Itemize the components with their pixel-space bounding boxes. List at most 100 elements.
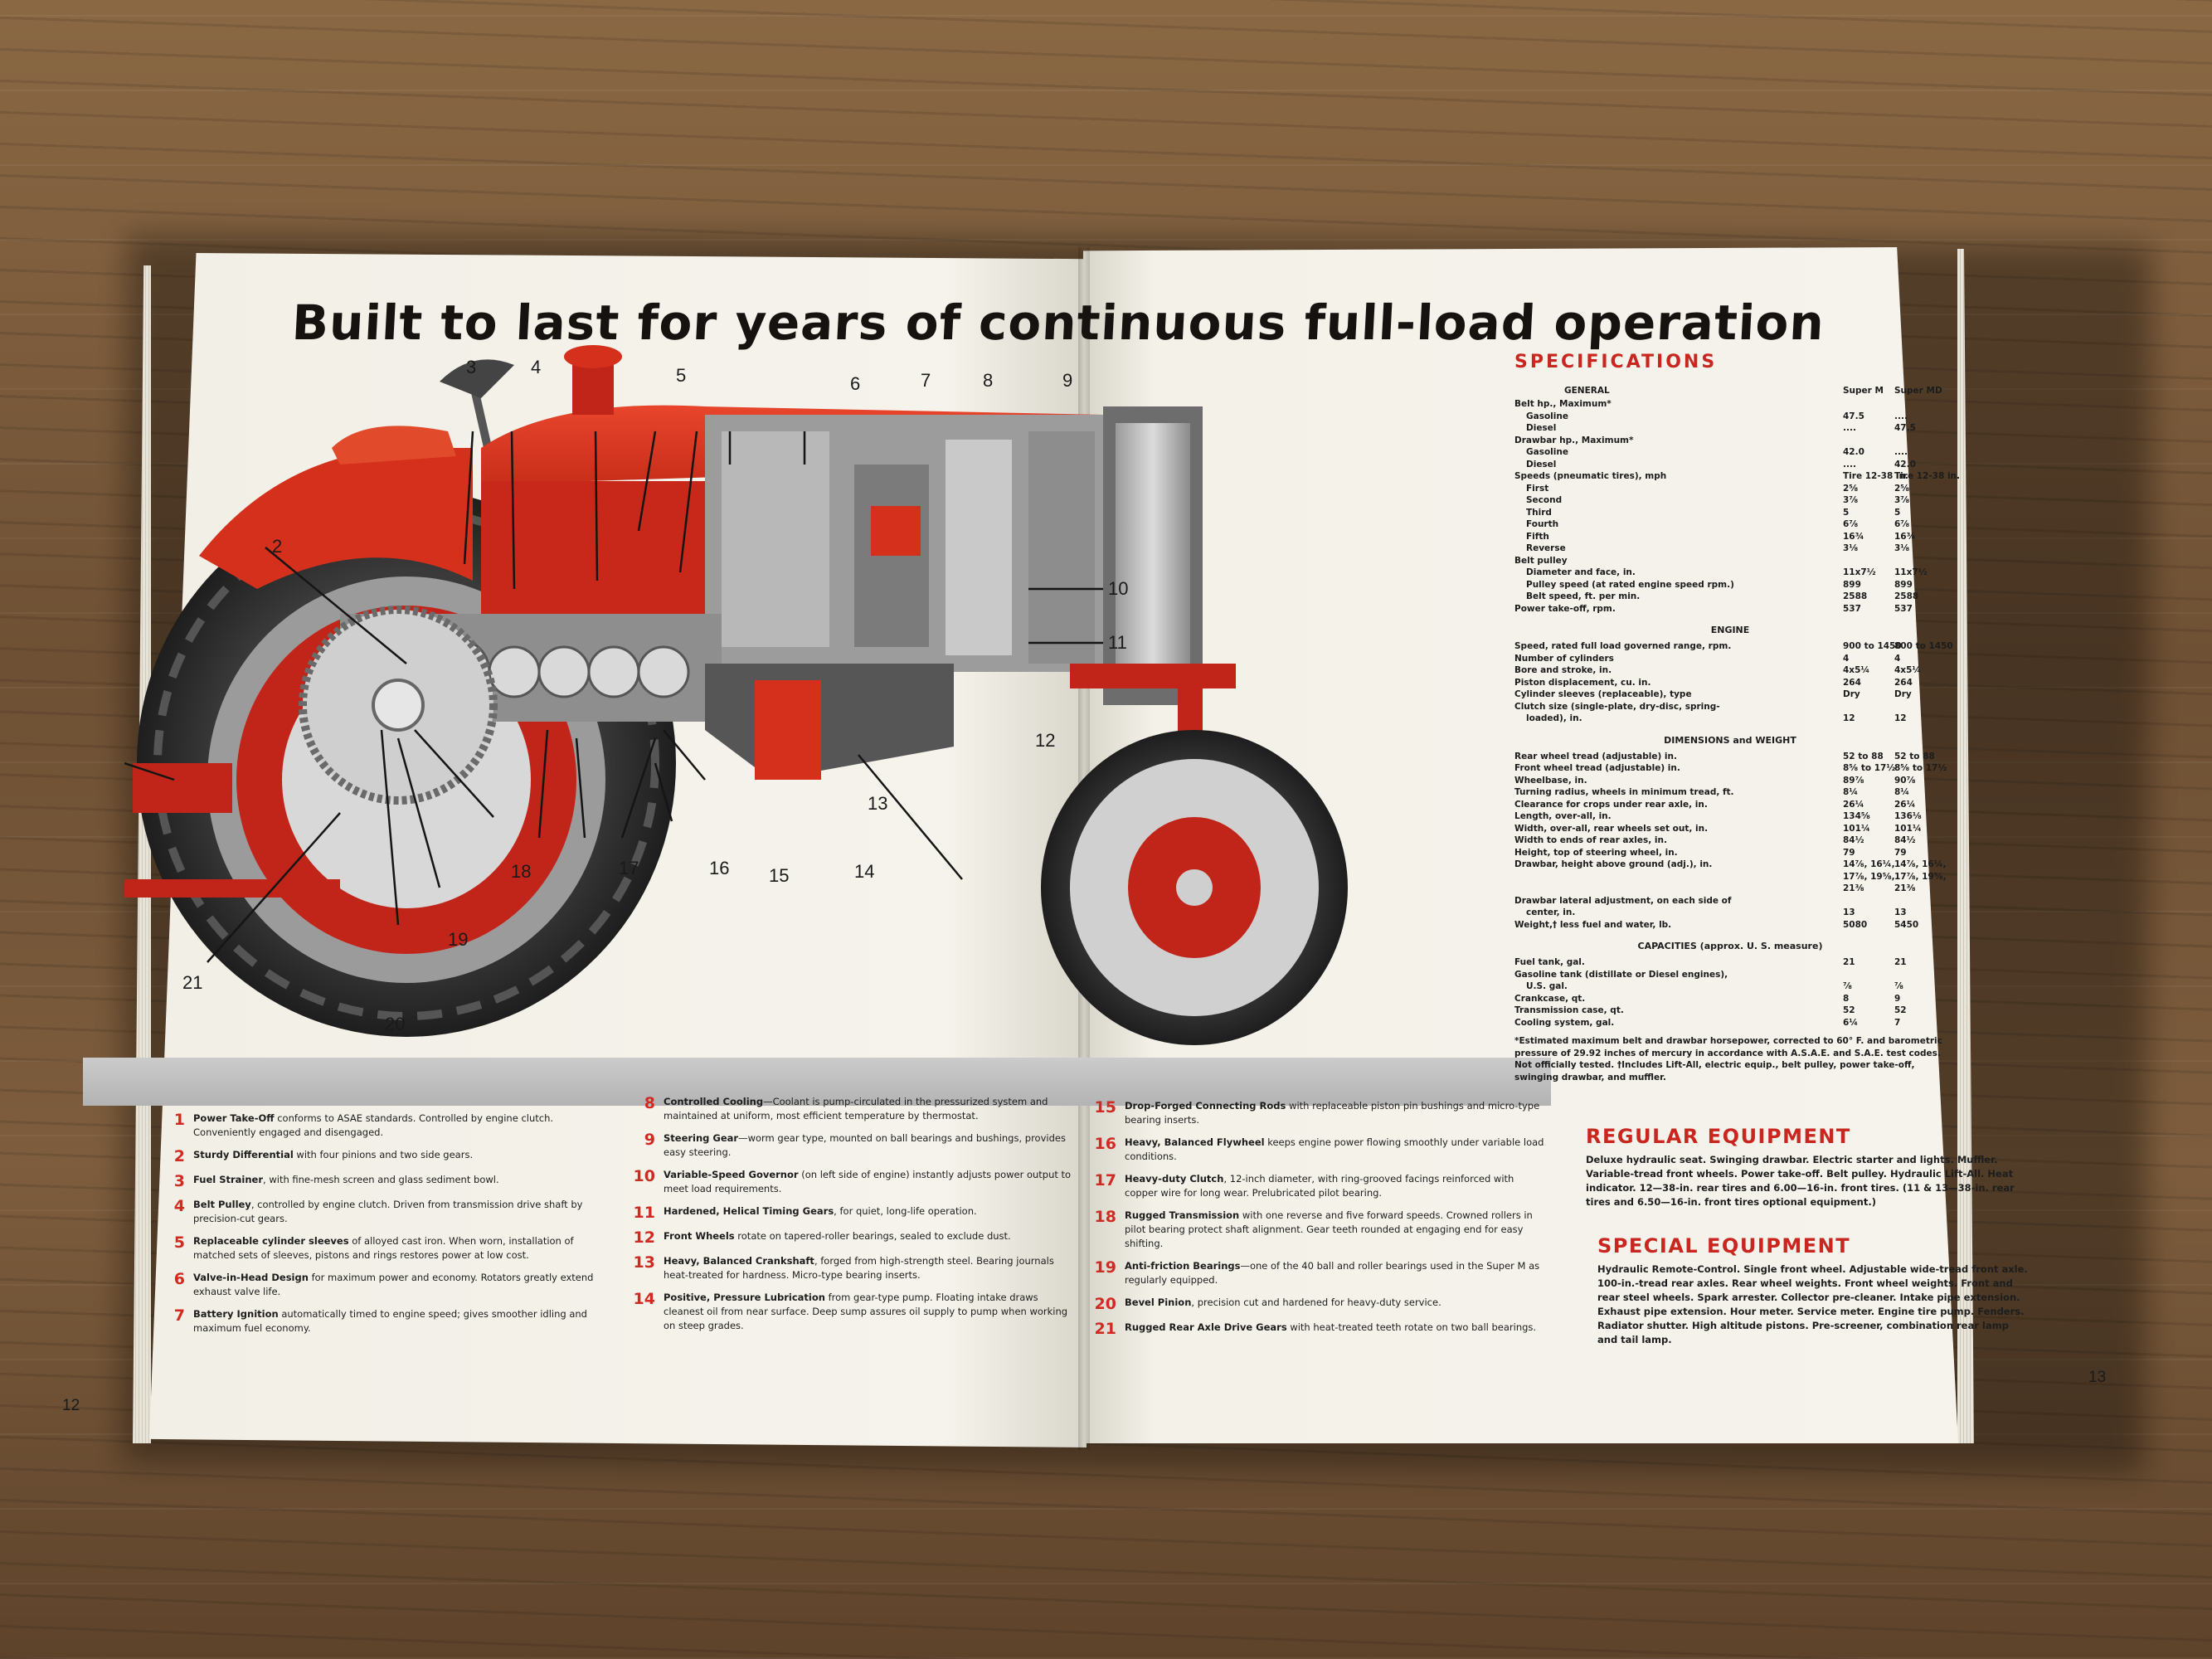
special-equipment-body: Hydraulic Remote-Control. Single front w… (1597, 1263, 2028, 1345)
feature-item: 8 Controlled Cooling—Coolant is pump-circ… (624, 1095, 1076, 1123)
feature-text: Battery Ignition automatically timed to … (193, 1307, 605, 1335)
spec-label: Crankcase, qt. (1514, 993, 1586, 1004)
spec-value-super-m: 8⅝ to 17½ (1843, 763, 1896, 773)
callout-6: 6 (850, 373, 860, 394)
gray-ground-band (83, 1058, 1551, 1106)
feature-text: Front Wheels rotate on tapered-roller be… (664, 1229, 1076, 1243)
special-equipment-heading: SPECIAL EQUIPMENT (1597, 1234, 1851, 1258)
spec-label: Diesel (1526, 459, 1557, 469)
callout-19: 19 (448, 929, 468, 950)
feature-text: Controlled Cooling—Coolant is pump-circu… (664, 1095, 1076, 1123)
features-column-2: 8 Controlled Cooling—Coolant is pump-circ… (624, 1095, 1076, 1341)
spec-value-super-m: 26¼ (1843, 799, 1864, 810)
callout-20: 20 (385, 1014, 405, 1034)
spec-label: Width, over-all, rear wheels set out, in… (1514, 823, 1709, 834)
spec-value-super-md: 84½ (1894, 835, 1916, 845)
feature-text: Positive, Pressure Lubrication from gear… (664, 1291, 1076, 1333)
feature-text: Sturdy Differential with four pinions an… (193, 1148, 605, 1162)
spec-value-super-m: 8 (1843, 993, 1850, 1004)
feature-description: for maximum power and economy. Rotators … (193, 1272, 594, 1297)
callout-3: 3 (466, 357, 476, 377)
spec-row: Drawbar, height above ground (adj.), in.… (1514, 859, 1947, 871)
spec-value-super-m: 17⅞, 19⅝, (1843, 871, 1895, 882)
callout-10: 10 (1108, 578, 1128, 599)
steering-wheel (440, 359, 514, 398)
spec-value-super-m (1843, 969, 1894, 981)
feature-number: 20 (1094, 1295, 1116, 1313)
feature-title: Anti-friction Bearings (1125, 1260, 1241, 1272)
spec-value-super-md: Tire 12-38 in. (1894, 471, 1961, 481)
feature-title: Replaceable cylinder sleeves (193, 1235, 349, 1247)
feature-title: Rugged Transmission (1125, 1209, 1240, 1221)
spec-label: Wheelbase, in. (1514, 775, 1587, 786)
spec-value-super-m: 16¾ (1843, 531, 1864, 542)
spec-value-super-md: 4x5¼ (1894, 665, 1922, 675)
feature-number: 3 (173, 1172, 185, 1190)
spec-label: Drawbar hp., Maximum* (1514, 435, 1634, 445)
spec-value-super-m: 264 (1843, 677, 1861, 688)
spec-row: Belt hp., Maximum* (1514, 398, 1946, 411)
feature-description: from gear-type pump. Floating intake dra… (664, 1292, 1068, 1331)
spec-value-super-md: 6⅞ (1894, 519, 1910, 529)
spec-row: 17⅞, 19⅝,17⅞, 19⅝, (1514, 871, 1947, 883)
spec-value-super-m: 47.5 (1843, 411, 1864, 421)
spec-row: Front wheel tread (adjustable) in.8⅝ to … (1514, 762, 1947, 775)
spec-capacities-heading: CAPACITIES (approx. U. S. measure) (1637, 941, 1823, 951)
spec-value-super-m: 134⅝ (1843, 811, 1870, 821)
feature-title: Hardened, Helical Timing Gears (664, 1205, 834, 1217)
special-equipment-section: SPECIAL EQUIPMENT Hydraulic Remote-Contr… (1597, 1234, 2029, 1347)
feature-description: —worm gear type, mounted on ball bearing… (664, 1132, 1066, 1158)
feature-title: Battery Ignition (193, 1308, 279, 1320)
spec-value-super-m (1843, 701, 1894, 713)
feature-item: 20 Bevel Pinion, precision cut and harden… (1085, 1296, 1549, 1312)
feature-text: Rugged Rear Axle Drive Gears with heat-t… (1125, 1321, 1549, 1335)
spec-value-super-m: 6⅞ (1843, 519, 1859, 529)
spec-footnote: *Estimated maximum belt and drawbar hors… (1514, 1036, 1942, 1082)
spec-value-super-md: 16¾ (1894, 531, 1916, 542)
feature-description: , precision cut and hardened for heavy-d… (1191, 1297, 1441, 1308)
spec-value-super-m: 5080 (1843, 919, 1868, 930)
feature-description: with heat-treated teeth rotate on two ba… (1286, 1321, 1537, 1333)
spec-value-super-md: 52 (1894, 1005, 1907, 1015)
feature-text: Drop-Forged Connecting Rods with replace… (1125, 1099, 1549, 1127)
feature-number: 8 (644, 1094, 655, 1112)
spec-row: Diesel....42.0 (1514, 459, 1946, 471)
spec-value-super-m: 42.0 (1843, 447, 1864, 457)
feature-number: 13 (633, 1253, 655, 1272)
callout-7: 7 (921, 370, 931, 391)
spec-label: Cooling system, gal. (1514, 1017, 1615, 1028)
feature-text: Steering Gear—worm gear type, mounted on… (664, 1131, 1076, 1160)
spec-row: Crankcase, qt. 8 9 (1514, 993, 1946, 1005)
callout-15: 15 (769, 865, 789, 886)
feature-description: , 12-inch diameter, with ring-grooved fa… (1125, 1173, 1514, 1199)
spec-label: Speeds (pneumatic tires), mph (1514, 471, 1667, 481)
feature-title: Bevel Pinion (1125, 1297, 1192, 1308)
spec-value-super-md: 9 (1894, 993, 1901, 1004)
spec-label: Drawbar, height above ground (adj.), in. (1514, 859, 1713, 869)
callout-21: 21 (182, 972, 202, 993)
feature-number: 15 (1094, 1098, 1116, 1117)
callout-2: 2 (272, 536, 282, 557)
regular-equipment-heading: REGULAR EQUIPMENT (1586, 1125, 1851, 1148)
spec-row: Clearance for crops under rear axle, in.… (1514, 799, 1946, 811)
spec-value-super-md: 26¼ (1894, 799, 1916, 810)
feature-title: Fuel Strainer (193, 1174, 264, 1185)
spec-label: Diesel (1526, 423, 1557, 433)
